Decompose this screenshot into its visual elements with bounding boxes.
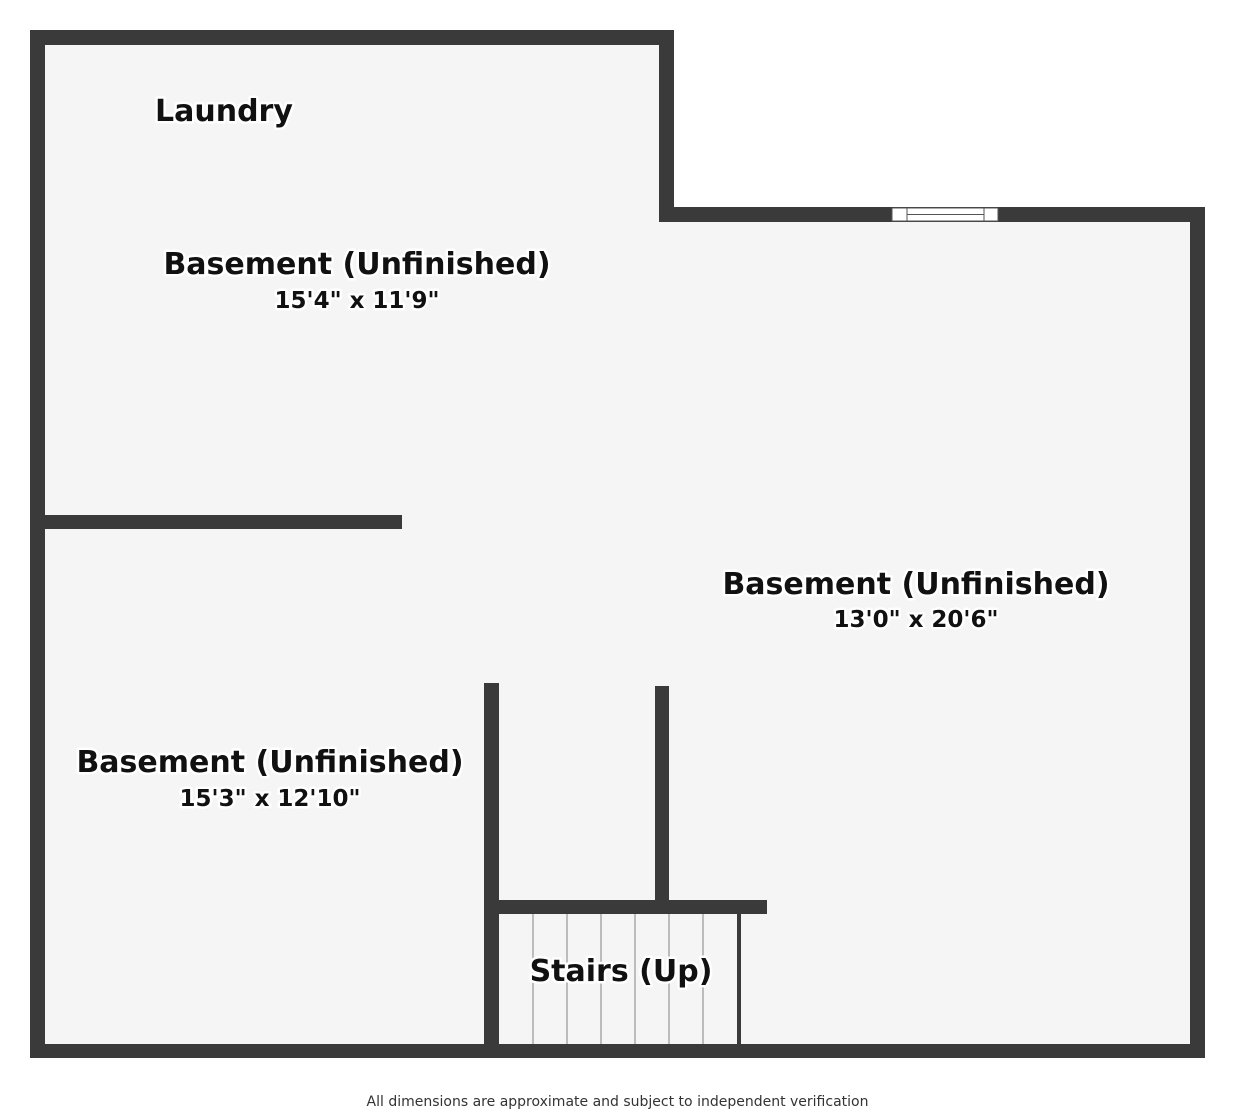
wall-stair-left [484,683,499,1051]
room-dimensions-basement-lower: 15'3" x 12'10" [180,786,361,812]
room-dimensions-basement-right: 13'0" x 20'6" [834,607,999,633]
wall-partition-horizontal [38,515,402,529]
dimensions-disclaimer: All dimensions are approximate and subje… [366,1094,869,1110]
window [891,207,999,222]
exterior-walls [30,30,1205,1058]
wall-stair-middle [655,686,669,908]
wall-stair-top [484,900,767,914]
room-label-stairs: Stairs (Up) [530,954,713,989]
room-label-basement-upper: Basement (Unfinished) [163,247,550,282]
room-dimensions-basement-upper: 15'4" x 11'9" [275,288,440,314]
stair-rail-right [737,914,741,1044]
stair-treads [532,914,704,1044]
interior-walls [38,515,767,1051]
wall-left [30,30,45,1058]
room-label-laundry: Laundry [155,94,293,129]
room-label-basement-right: Basement (Unfinished) [722,567,1109,602]
floor-area [38,38,1197,1051]
wall-notch-vertical [659,30,674,222]
wall-top-left [30,30,674,45]
wall-right [1190,207,1205,1058]
room-label-basement-lower: Basement (Unfinished) [76,745,463,780]
wall-bottom [30,1044,1205,1058]
